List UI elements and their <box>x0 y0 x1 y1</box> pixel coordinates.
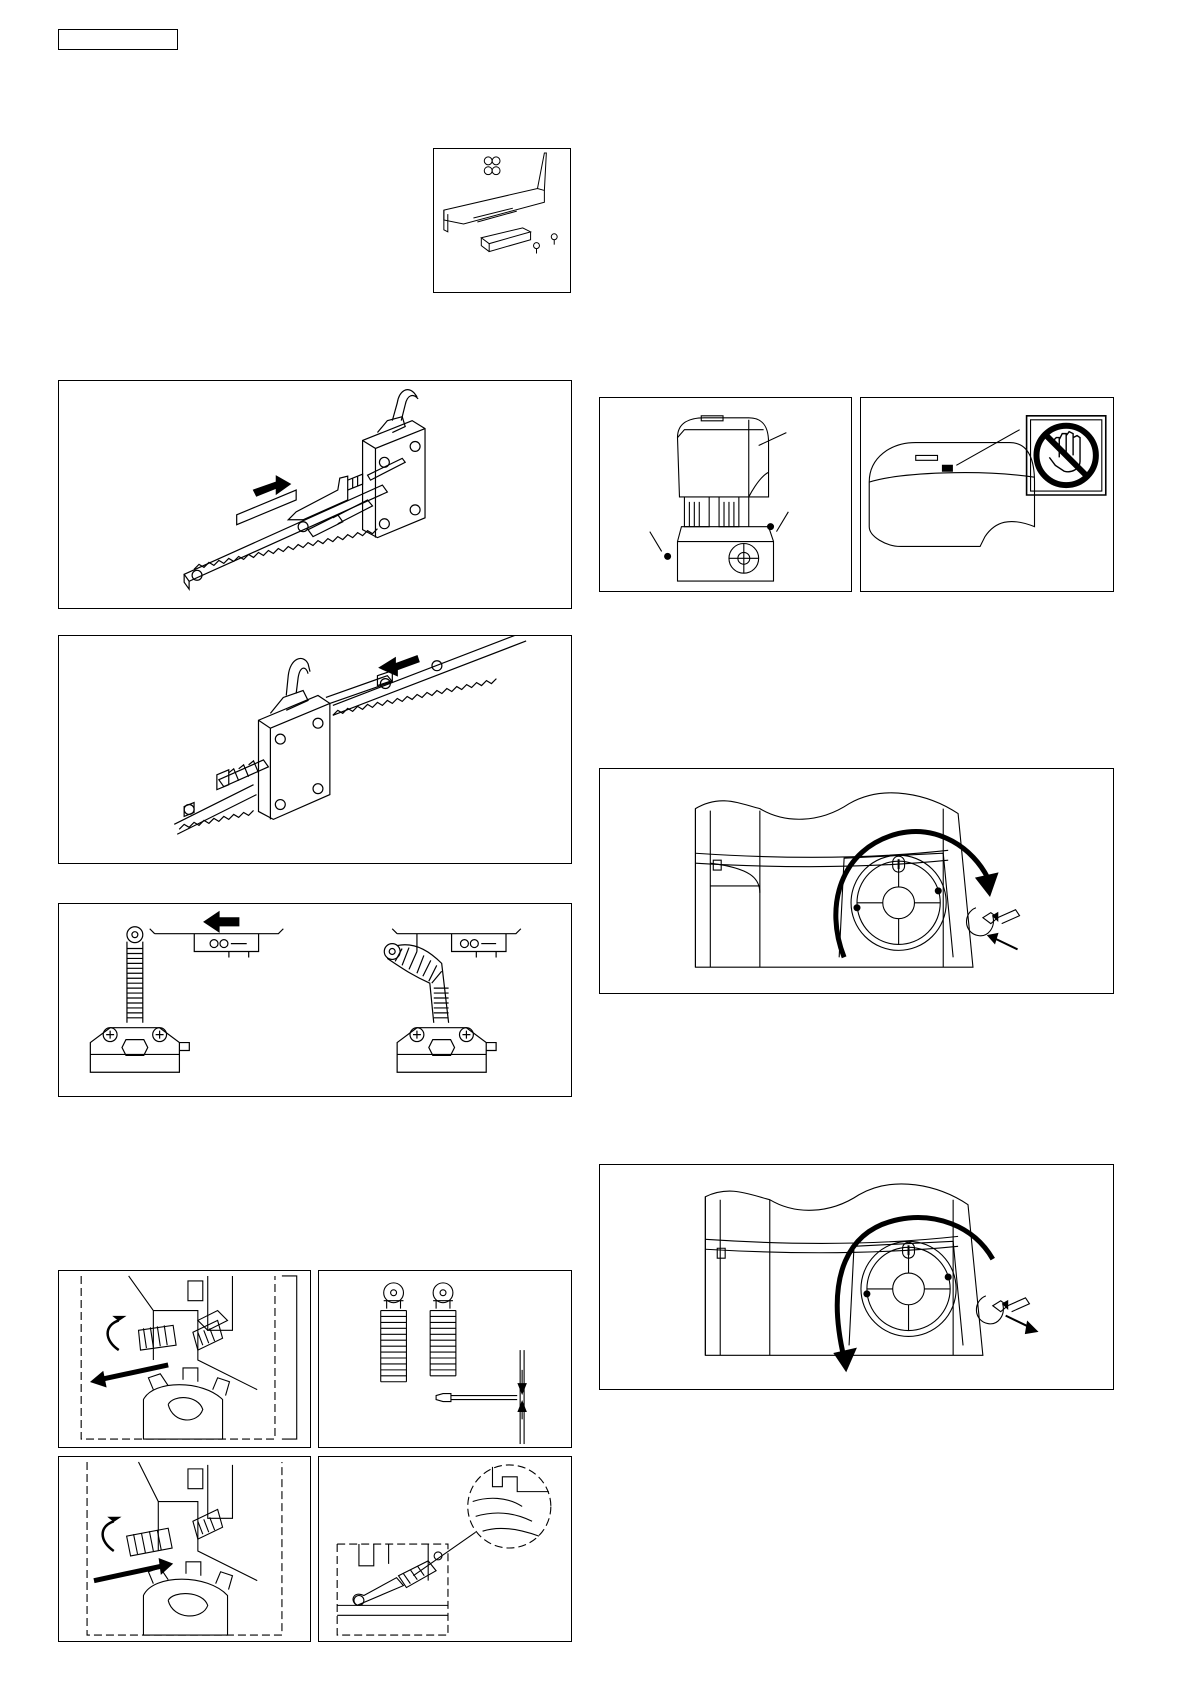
figure-release-return <box>599 1164 1114 1390</box>
release-return-drawing <box>600 1165 1113 1389</box>
rack-left-drawing <box>59 636 571 863</box>
spring-gap-drawing <box>319 1271 571 1447</box>
spring-bend-drawing <box>59 904 571 1096</box>
figure-spring-bend <box>58 903 572 1097</box>
figure-spring-remove <box>58 1270 311 1448</box>
rack-right-drawing <box>59 381 571 608</box>
spring-insert-drawing <box>59 1457 310 1641</box>
figure-rack-arrow-left <box>58 635 572 864</box>
figure-spring-insert <box>58 1456 311 1642</box>
header-label-box <box>58 29 178 50</box>
release-turn-drawing <box>600 769 1113 993</box>
spring-detail-drawing <box>319 1457 571 1641</box>
bracket-kit-drawing <box>434 149 570 292</box>
warning-cover-drawing <box>861 398 1113 591</box>
figure-bracket-kit <box>433 148 571 293</box>
figure-motor-cover <box>599 397 852 592</box>
figure-warning-cover <box>860 397 1114 592</box>
figure-spring-gap <box>318 1270 572 1448</box>
figure-rack-arrow-right <box>58 380 572 609</box>
figure-release-turn <box>599 768 1114 994</box>
spring-remove-drawing <box>59 1271 310 1447</box>
figure-spring-detail <box>318 1456 572 1642</box>
motor-cover-drawing <box>600 398 851 591</box>
